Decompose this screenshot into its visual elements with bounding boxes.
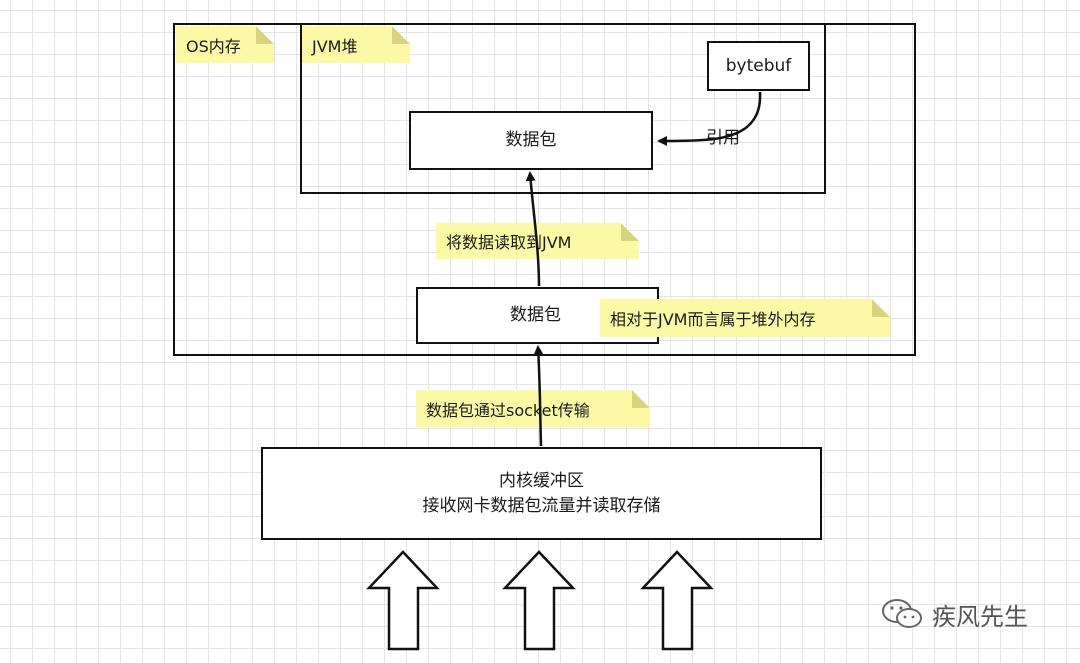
jvm-heap-container (300, 23, 826, 194)
kernel-buffer-title: 内核缓冲区 (499, 470, 584, 491)
watermark-text: 疾风先生 (932, 602, 1028, 631)
up-arrow (366, 550, 440, 651)
up-arrow (502, 550, 576, 651)
os-memory-note: OS内存 (176, 26, 274, 63)
read-to-jvm-note: 将数据读取到JVM (436, 223, 639, 259)
bytebuf-box: bytebuf (707, 41, 810, 91)
up-arrow (640, 550, 714, 651)
offheap-packet-label: 数据包 (510, 305, 561, 326)
reference-label: 引用 (706, 128, 740, 148)
heap-packet-box: 数据包 (409, 111, 653, 170)
watermark: 疾风先生 (880, 596, 1028, 632)
kernel-buffer-box: 内核缓冲区 接收网卡数据包流量并读取存储 (261, 447, 822, 540)
socket-transfer-note: 数据包通过socket传输 (416, 390, 650, 427)
wechat-icon (882, 599, 922, 628)
kernel-buffer-description: 接收网卡数据包流量并读取存储 (422, 495, 661, 516)
jvm-heap-note: JVM堆 (302, 26, 410, 63)
heap-packet-label: 数据包 (505, 130, 557, 151)
offheap-memory-note: 相对于JVM而言属于堆外内存 (600, 299, 890, 337)
bytebuf-label: bytebuf (725, 55, 792, 76)
